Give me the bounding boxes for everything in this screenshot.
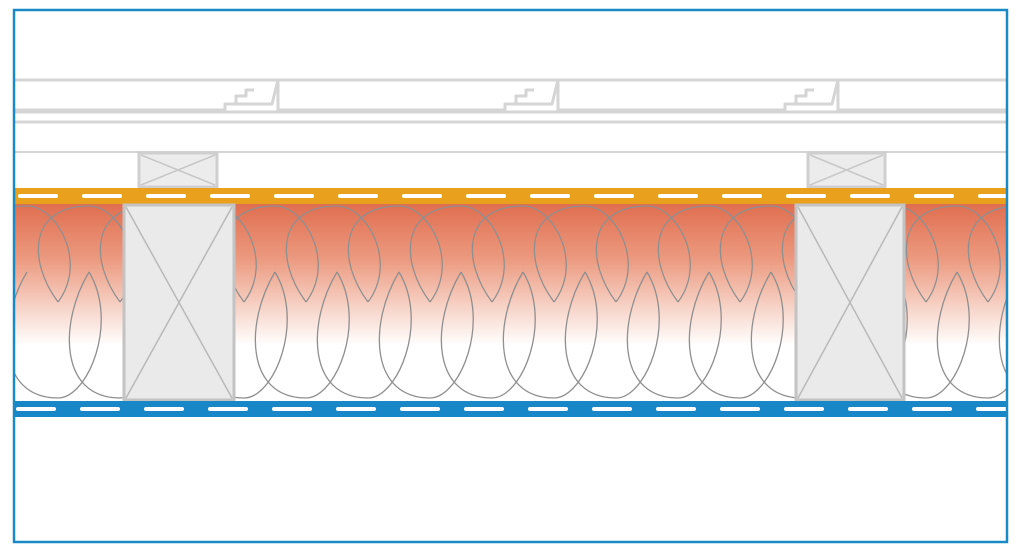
counter-battens [137, 151, 887, 189]
rafter-right-cross [797, 206, 903, 399]
insulation-loop [936, 271, 1007, 399]
insulation-loop [285, 205, 381, 303]
insulation-loop [254, 271, 350, 399]
insulation-loop [533, 205, 629, 303]
insulation-loop [564, 271, 660, 399]
insulation-loop [409, 205, 505, 303]
roof-slab [14, 110, 1007, 124]
insulation-loop [626, 271, 722, 399]
insulation-loop [14, 205, 71, 303]
tile-notch [514, 88, 534, 104]
insulation-loop [998, 295, 1007, 376]
counter-batten-left-cross [140, 154, 216, 186]
insulation-loop [502, 271, 598, 399]
rafters [122, 203, 906, 402]
roof-tiles [14, 78, 1007, 153]
roof-tile [836, 78, 1007, 112]
insulation-loop [657, 205, 753, 303]
insulation-loop [688, 271, 784, 399]
insulation-loop [347, 205, 443, 303]
tile-notch [234, 88, 254, 104]
insulation-loop [14, 271, 102, 399]
rafter-left-cross [125, 206, 233, 399]
insulation-loop [471, 205, 567, 303]
insulation-loop [440, 271, 536, 399]
sarking-membrane [14, 188, 1007, 204]
insulation-loop [316, 271, 412, 399]
insulation-loop [378, 271, 474, 399]
tile-notch [794, 88, 814, 104]
diagram-frame [12, 8, 1009, 544]
insulation-loop [595, 205, 691, 303]
counter-batten-right-cross [809, 154, 884, 186]
insulation-loop [967, 206, 1007, 303]
vapour-barrier [14, 401, 1007, 417]
insulation-loop [905, 205, 1001, 303]
